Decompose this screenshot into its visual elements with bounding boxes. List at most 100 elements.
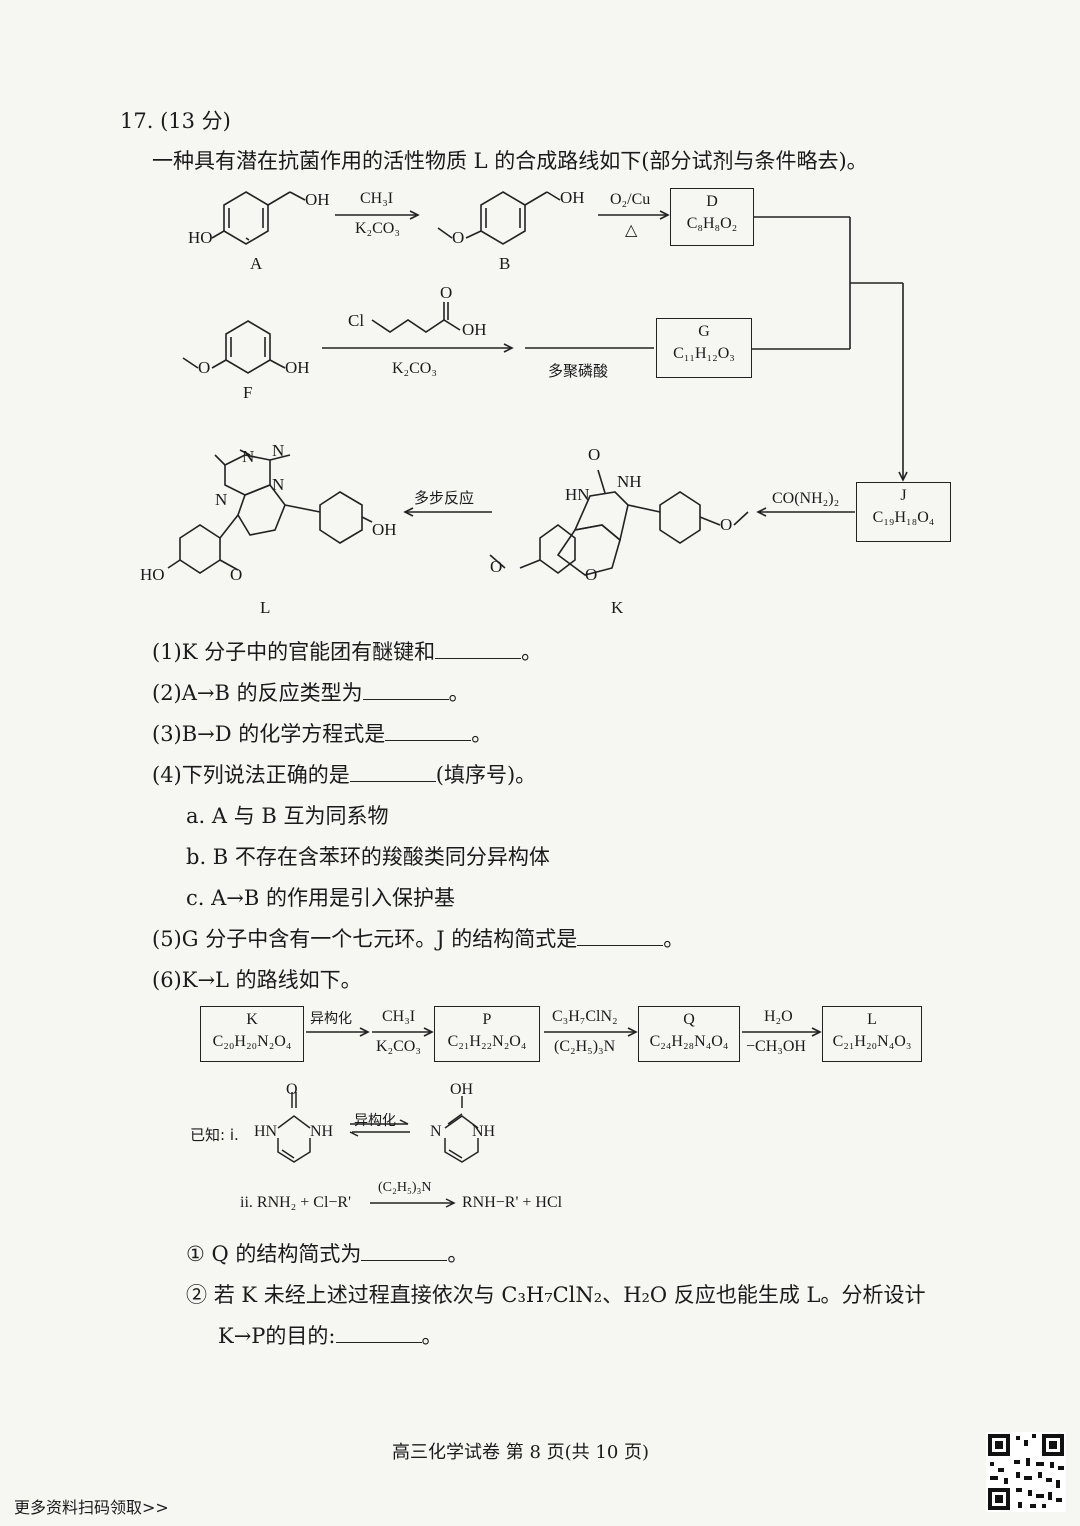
reagent-AB-top: CH₃I [360,190,394,207]
option-c: c. A→B 的作用是引入保护基 [186,886,455,910]
known-ii-right: RNH−R' + HCl [462,1194,563,1211]
B-O: O [452,228,464,247]
reagent-BD-bottom: △ [625,222,638,239]
label-K: K [611,598,624,617]
route-step4-bottom: −CH₃OH [746,1038,806,1055]
known-isomerization: O HN NH OH N NH [254,1081,496,1163]
route-step1: 异构化 [310,1011,352,1027]
question-3: (3)B→D 的化学方程式是。 [152,722,493,746]
route-box-K: K C₂₀H₂₀N₂O₄ [200,1006,304,1062]
reagent-FG-second: 多聚磷酸 [548,362,609,380]
F-OH: OH [285,358,310,377]
route-box-L: L C₂₁H₂₀N₄O₃ [822,1006,922,1062]
route-box-P: P C₂₁H₂₂N₂O₄ [434,1006,540,1062]
L-N2: N [242,447,254,466]
subquestion-2: ② 若 K 未经上述过程直接依次与 C₃H₇ClN₂、H₂O 反应也能生成 L。… [186,1283,926,1307]
K-HN: HN [565,485,590,504]
label-L: L [260,598,271,617]
route-step4-top: H₂O [764,1008,793,1025]
question-2: (2)A→B 的反应类型为。 [152,681,470,705]
route-arrows [306,1027,822,1037]
question-4: (4)下列说法正确的是(填序号)。 [152,763,537,787]
answer-blank-6-2[interactable] [335,1341,422,1343]
page-footer: 高三化学试卷 第 8 页(共 10 页) [392,1442,650,1463]
question-intro: 一种具有潜在抗菌作用的活性物质 L 的合成路线如下(部分试剂与条件略去)。 [152,149,868,173]
reagent-AB-bottom: K₂CO₃ [355,220,400,237]
chlorobutanoic-acid-structure [371,302,461,333]
answer-blank-3[interactable] [385,739,472,741]
compound-B-structure [437,191,561,245]
answer-blank-4[interactable] [349,780,436,782]
known-ii-cond: (C₂H₅)₃N [378,1180,432,1195]
known-HN: HN [254,1123,278,1140]
answer-blank-5[interactable] [577,944,664,946]
K-O-ether: O [720,515,732,534]
A-HO: HO [188,228,213,247]
compound-F-structure [182,320,286,374]
K-NH: NH [617,472,642,491]
box-D: D C₈H₈O₂ [670,188,754,246]
answer-blank-1[interactable] [435,657,522,659]
compound-K-structure [489,469,749,576]
question-score: (13 分) [160,109,231,133]
route-step2-top: CH₃I [382,1008,416,1025]
known-NH: NH [310,1123,334,1140]
K-O: O [588,445,600,464]
question-1: (1)K 分子中的官能团有醚键和。 [152,640,543,664]
A-OH: OH [305,190,330,209]
known-NH2: NH [472,1123,496,1140]
K-O-methoxy: O [490,557,502,576]
answer-blank-6-1[interactable] [361,1259,448,1261]
route-step3-bottom: (C₂H₅)₃N [554,1038,616,1055]
label-A: A [250,254,263,273]
question-6: (6)K→L 的路线如下。 [152,968,362,992]
L-HO: HO [140,565,165,584]
B-OH: OH [560,188,585,207]
F-O: O [198,358,210,377]
K-O-ring: O [585,565,597,584]
route-step3-top: C₃H₇ClN₂ [552,1008,618,1025]
reagent-JK: CO(NH₂)₂ [772,490,840,507]
subquestion-1: ① Q 的结构简式为。 [186,1242,469,1266]
reagent-KL: 多步反应 [414,489,475,507]
J-name: J [900,487,907,504]
subquestion-2-line2: K→P的目的:。 [218,1324,443,1348]
question-5: (5)G 分子中含有一个七元环。J 的结构简式是。 [152,927,685,951]
known-ii-left: ii. RNH₂ + Cl−R' [240,1194,351,1211]
compound-A-structure [211,191,306,245]
question-number: 17. [120,109,154,133]
G-name: G [698,323,710,340]
D-formula: C₈H₈O₂ [686,215,738,232]
known-OH: OH [450,1081,474,1098]
box-J: J C₁₉H₁₈O₄ [856,482,951,542]
known-iso-label: 异构化 [354,1113,396,1129]
G-formula: C₁₁H₁₂O₃ [673,345,735,362]
known-ii-arrow [370,1198,456,1208]
L-N4: N [272,475,284,494]
qr-code-icon[interactable] [986,1432,1066,1512]
question-header: 17. (13 分) [120,105,231,135]
synthesis-scheme: OH HO OH O OH O Cl O OH O HN NH O O O OH… [140,188,908,584]
L-O-ring: O [230,565,242,584]
box-G: G C₁₁H₁₂O₃ [656,318,752,378]
known-prefix: 已知: i. [190,1126,239,1144]
acid-O: O [440,283,452,302]
reagent-FG-bottom: K₂CO₃ [392,360,437,377]
answer-blank-2[interactable] [362,698,449,700]
L-N: N [215,490,227,509]
route-box-Q: Q C₂₄H₂₈N₄O₄ [638,1006,740,1062]
J-formula: C₁₉H₁₈O₄ [872,509,935,526]
route-step2-bottom: K₂CO₃ [376,1038,421,1055]
L-N3: N [272,441,284,460]
footer-promo-text: 更多资料扫码领取>> [14,1498,169,1517]
compound-L-structure [167,449,373,574]
label-F: F [243,383,253,402]
option-a: a. A 与 B 互为同系物 [186,804,389,828]
L-OH: OH [372,520,397,539]
reagent-BD-top: O₂/Cu [610,191,651,208]
chloro-Cl: Cl [348,311,364,330]
known-O: O [286,1081,298,1098]
acid-OH: OH [462,320,487,339]
option-b: b. B 不存在含苯环的羧酸类同分异构体 [186,845,550,869]
label-B: B [499,254,511,273]
